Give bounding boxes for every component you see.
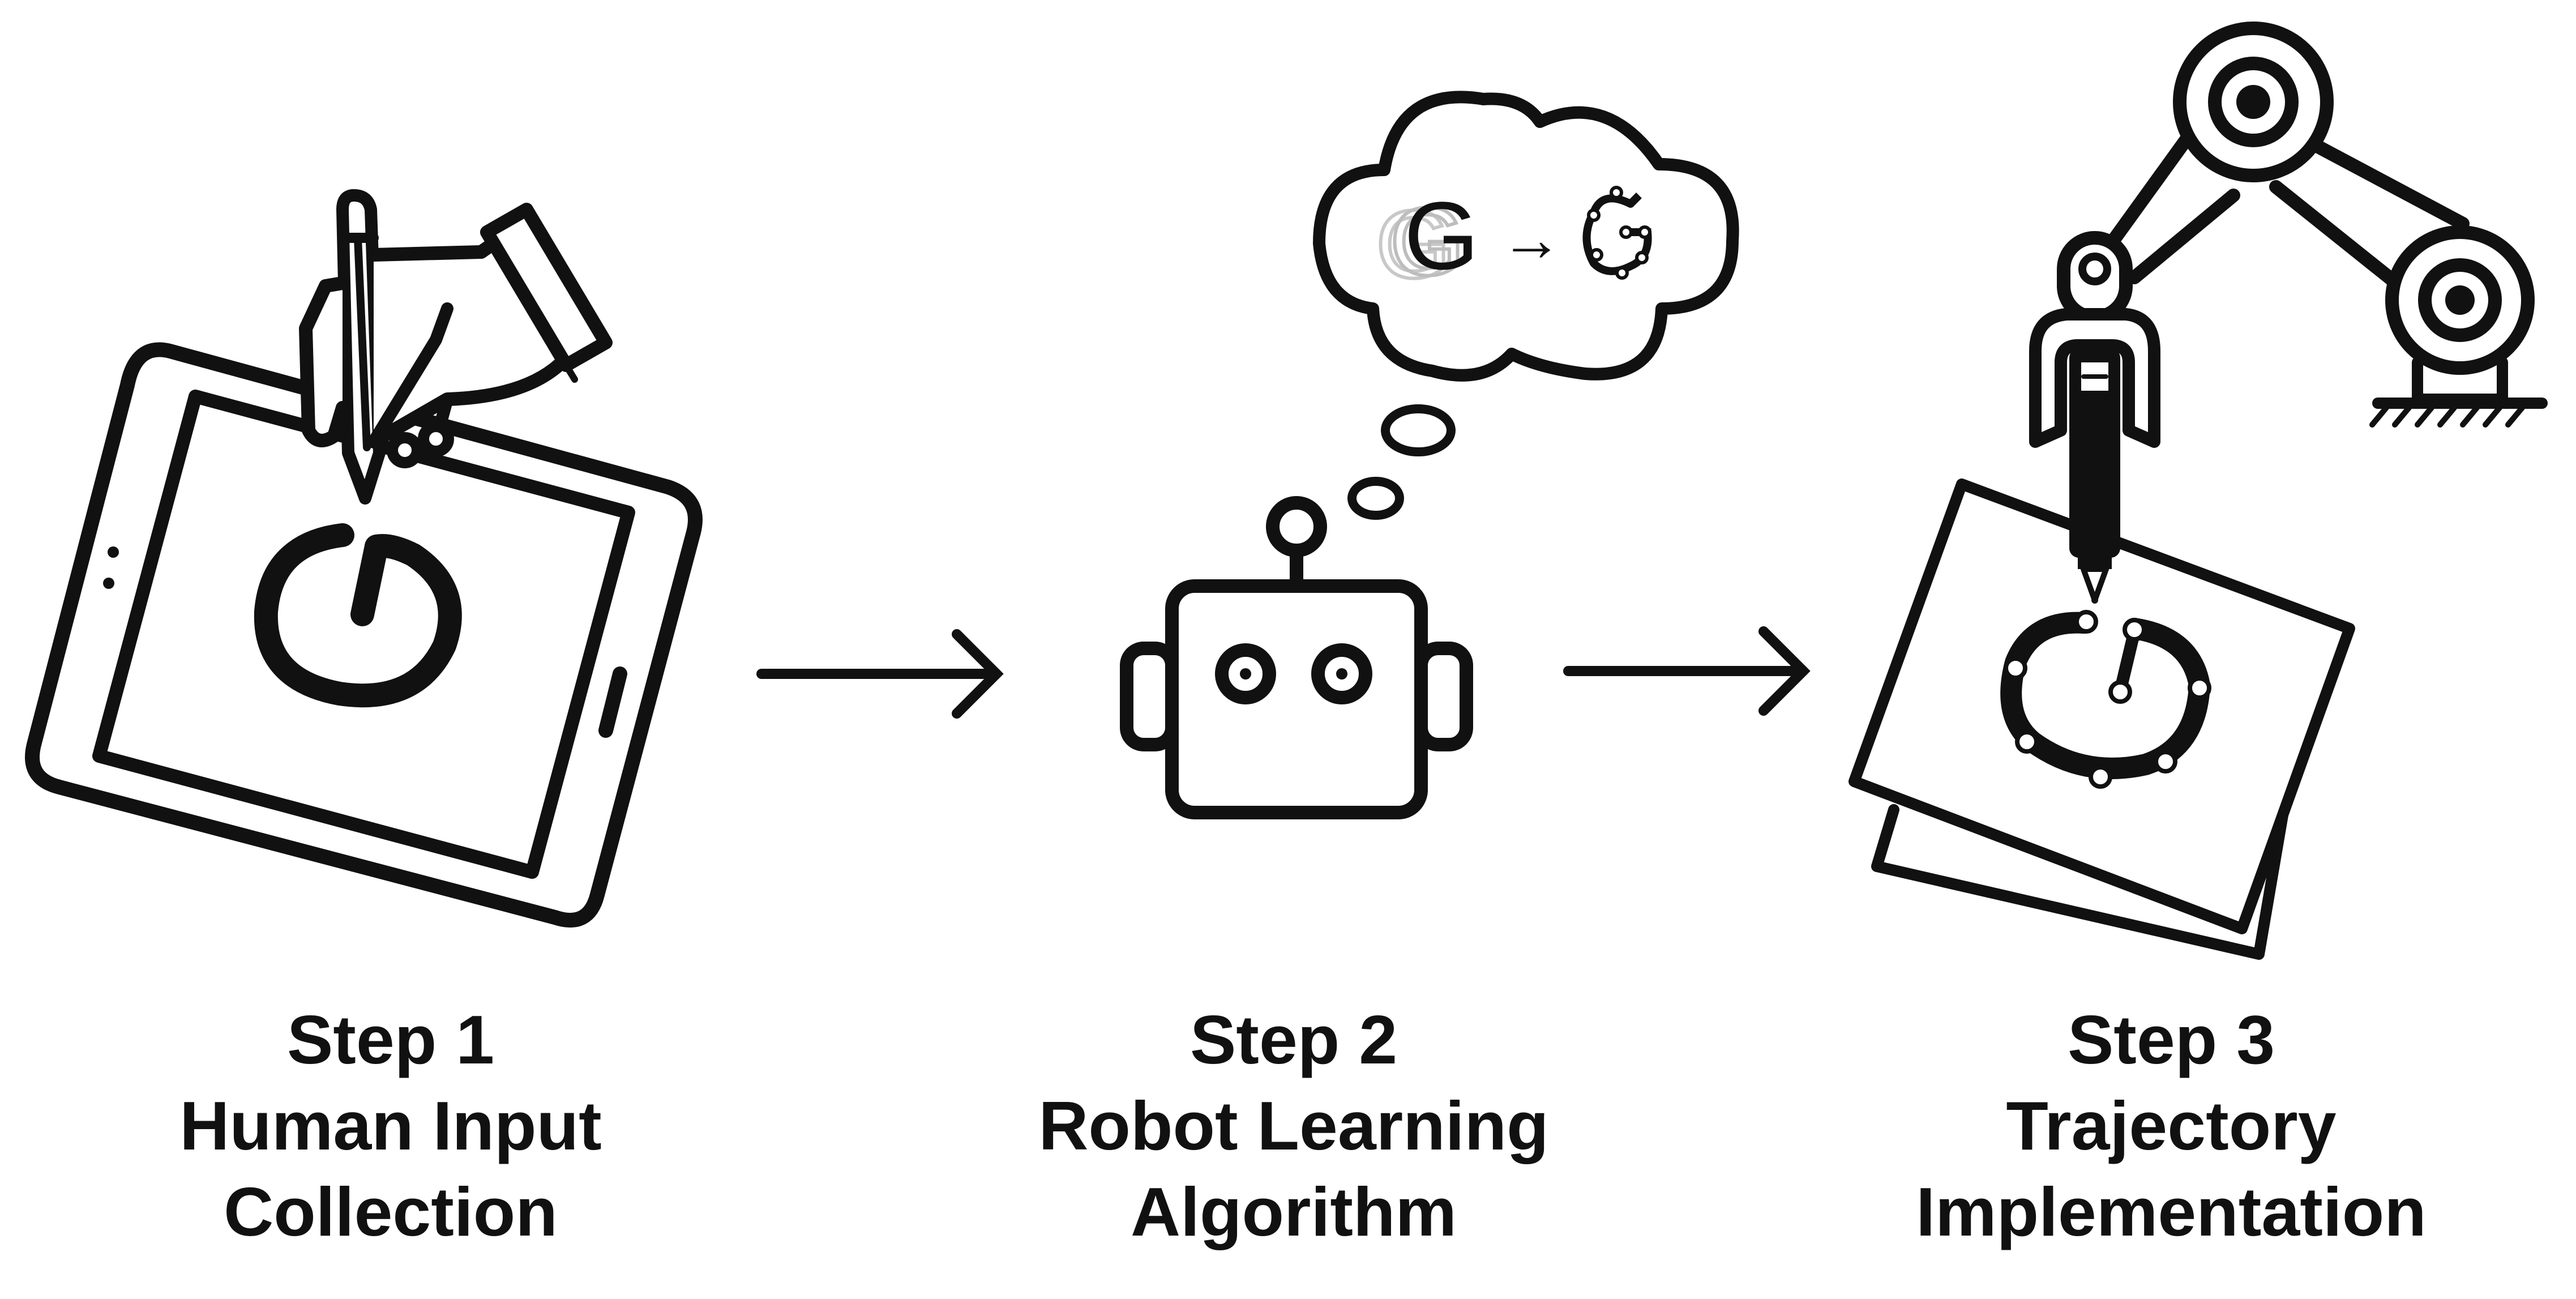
- step-3-title-line1: Trajectory: [2006, 1087, 2337, 1164]
- thought-trail: [1347, 404, 1456, 520]
- cloud-ghost-glyph: G: [1390, 188, 1465, 296]
- cloud-arrow-glyph: →: [1500, 204, 1563, 274]
- arm-gripper: [2029, 308, 2160, 448]
- robot-right-ear: [1414, 642, 1473, 751]
- step-2-number: Step 2: [1189, 1001, 1398, 1078]
- cloud-ghost-glyph: G: [1376, 191, 1450, 298]
- cloud-outline: [1313, 91, 1739, 382]
- flow-arrow-1: [756, 629, 1004, 719]
- step-3-number: Step 3: [2067, 1001, 2275, 1078]
- tablet-drawn-g: [254, 523, 462, 708]
- robot-illustration: [1120, 496, 1473, 819]
- robot-antenna-icon: [1266, 496, 1327, 557]
- step-1-title-line1: Human Input: [179, 1087, 602, 1164]
- robot-left-ear: [1120, 642, 1179, 751]
- tablet-screen: [92, 390, 635, 879]
- step-2-title-line1: Robot Learning: [1038, 1087, 1549, 1164]
- trajectory-keypoints: [2004, 610, 2211, 789]
- thought-cloud: G G G →: [1313, 91, 1739, 382]
- step-2-title-line2: Algorithm: [1130, 1173, 1457, 1250]
- step-2-label: Step 2 Robot Learning Algorithm: [926, 997, 1662, 1255]
- step-3-label: Step 3 Trajectory Implementation: [1803, 997, 2539, 1255]
- tablet-home-button: [598, 666, 627, 738]
- robot-head: [1165, 579, 1428, 819]
- flow-arrow-2: [1563, 626, 1811, 716]
- step-1-number: Step 1: [286, 1001, 495, 1078]
- step-3-title-line2: Implementation: [1916, 1173, 2427, 1250]
- cloud-source-glyph: G: [1404, 182, 1479, 290]
- paper-front-sheet: [1848, 478, 2355, 934]
- robot-arm-illustration: [1848, 22, 2548, 960]
- tablet-camera-icon: [108, 546, 119, 558]
- tablet-body: [25, 342, 703, 928]
- tablet-illustration: [25, 189, 703, 928]
- step-1-title-line2: Collection: [224, 1173, 558, 1250]
- step-1-label: Step 1 Human Input Collection: [23, 997, 759, 1255]
